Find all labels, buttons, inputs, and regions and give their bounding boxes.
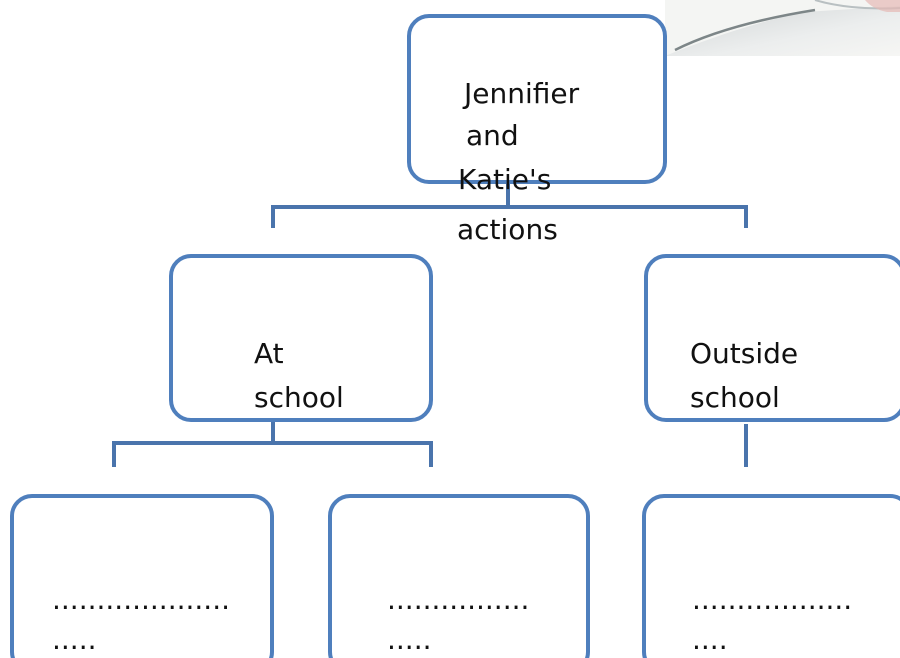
leaf-node-2-box bbox=[328, 494, 590, 658]
leaf-node-2-label-line-2: ..... bbox=[387, 623, 432, 656]
root-node-box bbox=[407, 14, 667, 184]
branch-outside-school-label-line-1: Outside bbox=[690, 337, 799, 370]
leaf-node-3-label-line-1: .................. bbox=[692, 583, 853, 616]
cropped-photo-fragment bbox=[665, 0, 900, 56]
branch-outside-school-label-line-2: school bbox=[690, 381, 780, 414]
branch-at-school-label-line-1: At bbox=[254, 337, 284, 370]
root-node-label-line-3: Katie's bbox=[458, 163, 552, 196]
root-node-label-line-2: and bbox=[466, 119, 519, 152]
leaf-node-3-label-line-2: .... bbox=[692, 623, 728, 656]
leaf-node-1-box bbox=[10, 494, 274, 658]
branch-at-school-label-line-2: school bbox=[254, 381, 344, 414]
leaf-node-1-label-line-1: .................... bbox=[52, 583, 231, 616]
root-node-label-line-1: Jennifier bbox=[464, 77, 580, 110]
leaf-node-3-box bbox=[642, 494, 900, 658]
branch-outside-school-box bbox=[644, 254, 900, 422]
root-node-label-line-4: actions bbox=[457, 213, 558, 246]
leaf-node-2-label-line-1: ................ bbox=[387, 583, 530, 616]
leaf-node-1-label-line-2: ..... bbox=[52, 623, 97, 656]
branch-at-school-box bbox=[169, 254, 433, 422]
